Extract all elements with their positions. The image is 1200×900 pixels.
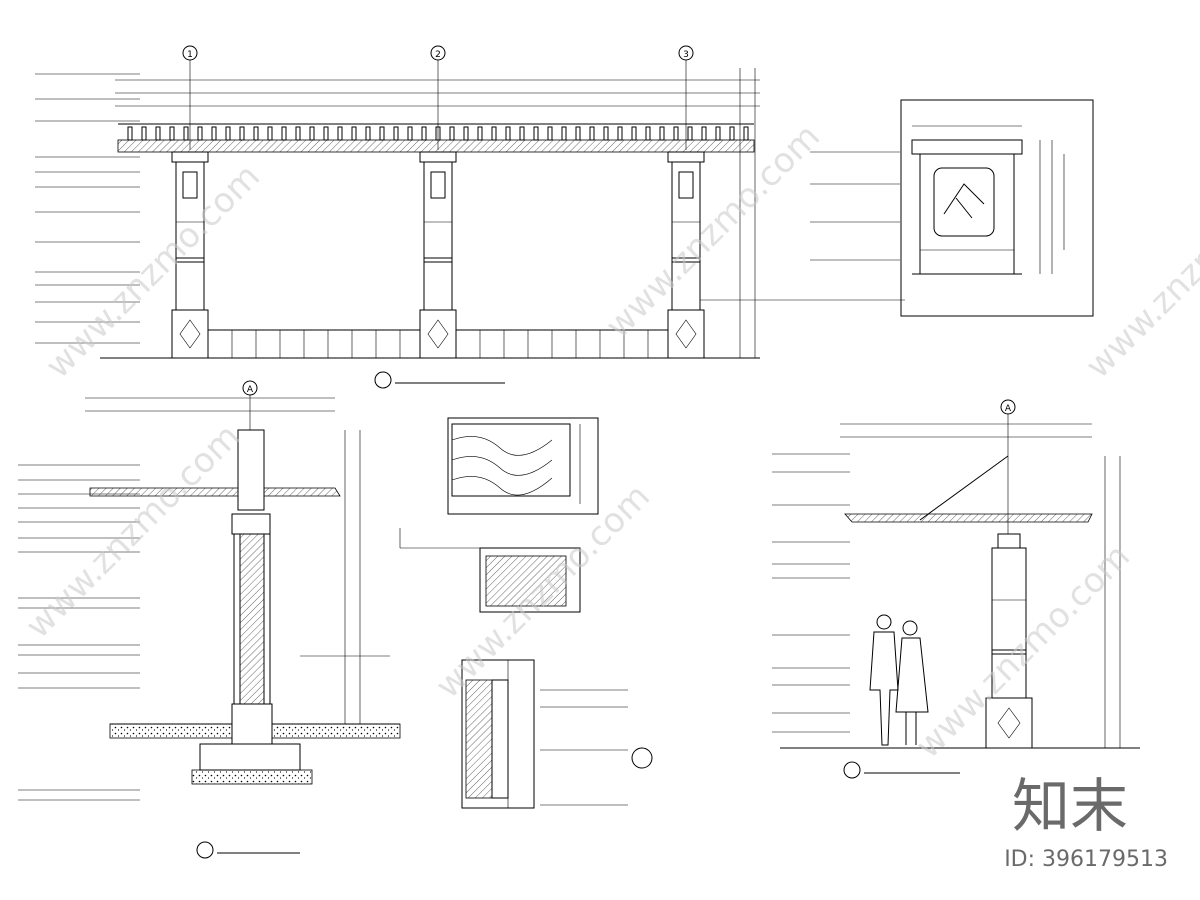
rafter	[729, 126, 735, 141]
rafter	[491, 126, 497, 141]
rafter	[169, 126, 175, 141]
section-slab	[89, 487, 341, 497]
pergola-beam	[117, 139, 755, 153]
rafter	[407, 126, 413, 141]
detail-frame	[900, 99, 1094, 317]
rafter	[141, 126, 147, 141]
rafter	[463, 126, 469, 141]
rafter	[295, 126, 301, 141]
grid-bubble-3: 3	[678, 45, 694, 150]
rafter	[211, 126, 217, 141]
rafter	[645, 126, 651, 141]
rafter	[253, 126, 259, 141]
section-leaders	[18, 464, 140, 801]
rafter	[393, 126, 399, 141]
svg-text:www.znzmo.com: www.znzmo.com	[1078, 156, 1200, 386]
svg-text:www.znzmo.com: www.znzmo.com	[428, 476, 658, 706]
rafter	[197, 126, 203, 141]
column-section: A	[18, 380, 401, 859]
rafter	[449, 126, 455, 141]
grid-label-1: 1	[187, 50, 193, 60]
rafter	[435, 126, 441, 141]
rafter	[659, 126, 665, 141]
grid-bubble-a-section: A	[242, 380, 258, 430]
rafter	[477, 126, 483, 141]
rafter	[239, 126, 245, 141]
rafter	[421, 126, 427, 141]
svg-text:www.znzmo.com: www.znzmo.com	[18, 416, 248, 646]
rafter	[225, 126, 231, 141]
rafter	[603, 126, 609, 141]
rafter	[323, 126, 329, 141]
rafter	[547, 126, 553, 141]
column-3	[667, 161, 705, 359]
rafter	[701, 126, 707, 141]
wall-cap-leaders	[540, 689, 628, 806]
rafter	[155, 126, 161, 141]
cornice-detail	[399, 528, 581, 613]
rafter	[365, 126, 371, 141]
wall-joints	[231, 330, 649, 358]
section-column-core	[239, 533, 265, 705]
grid-label-a-side: A	[1005, 404, 1012, 414]
grid-label-a-section: A	[247, 385, 254, 395]
brand-logo: 知末	[1012, 772, 1128, 840]
rafter	[281, 126, 287, 141]
grid-bubble-1: 1	[182, 45, 198, 150]
rafter	[715, 126, 721, 141]
rafter	[575, 126, 581, 141]
wall-cap-detail	[461, 659, 653, 809]
column-base-1	[171, 309, 209, 359]
rafter	[533, 126, 539, 141]
rafter	[267, 126, 273, 141]
column-2	[419, 161, 457, 359]
rafter	[617, 126, 623, 141]
side-elevation: A	[772, 399, 1140, 779]
rafter	[743, 126, 749, 141]
watermarks: www.znzmo.com www.znzmo.com www.znzmo.co…	[18, 116, 1200, 766]
rafter-row	[127, 126, 749, 141]
annotation-leaders	[35, 73, 140, 344]
rafter	[519, 126, 525, 141]
brand-id: ID: 396179513	[1004, 847, 1168, 872]
rafter	[351, 126, 357, 141]
rafter	[505, 126, 511, 141]
front-elevation: 1 2 3	[35, 45, 905, 389]
low-wall-left	[207, 329, 421, 359]
rafter	[687, 126, 693, 141]
column-head-detail	[810, 99, 1094, 317]
detail-leaders	[810, 151, 900, 261]
rafter	[127, 126, 133, 141]
column-base-2	[419, 309, 457, 359]
grid-label-3: 3	[683, 50, 689, 60]
column-1	[171, 161, 209, 359]
rafter	[589, 126, 595, 141]
side-leaders	[772, 453, 850, 733]
rafter	[673, 126, 679, 141]
grid-label-2: 2	[435, 50, 441, 60]
rafter	[561, 126, 567, 141]
rafter	[379, 126, 385, 141]
column-base-3	[667, 309, 705, 359]
grid-bubble-2: 2	[430, 45, 446, 150]
rafter	[337, 126, 343, 141]
people-figures	[869, 614, 929, 746]
title-bubble	[374, 371, 392, 389]
rafter	[309, 126, 315, 141]
svg-text:www.znzmo.com: www.znzmo.com	[38, 156, 268, 386]
rafter	[631, 126, 637, 141]
beam-profile-detail	[447, 417, 599, 515]
rafter	[183, 126, 189, 141]
